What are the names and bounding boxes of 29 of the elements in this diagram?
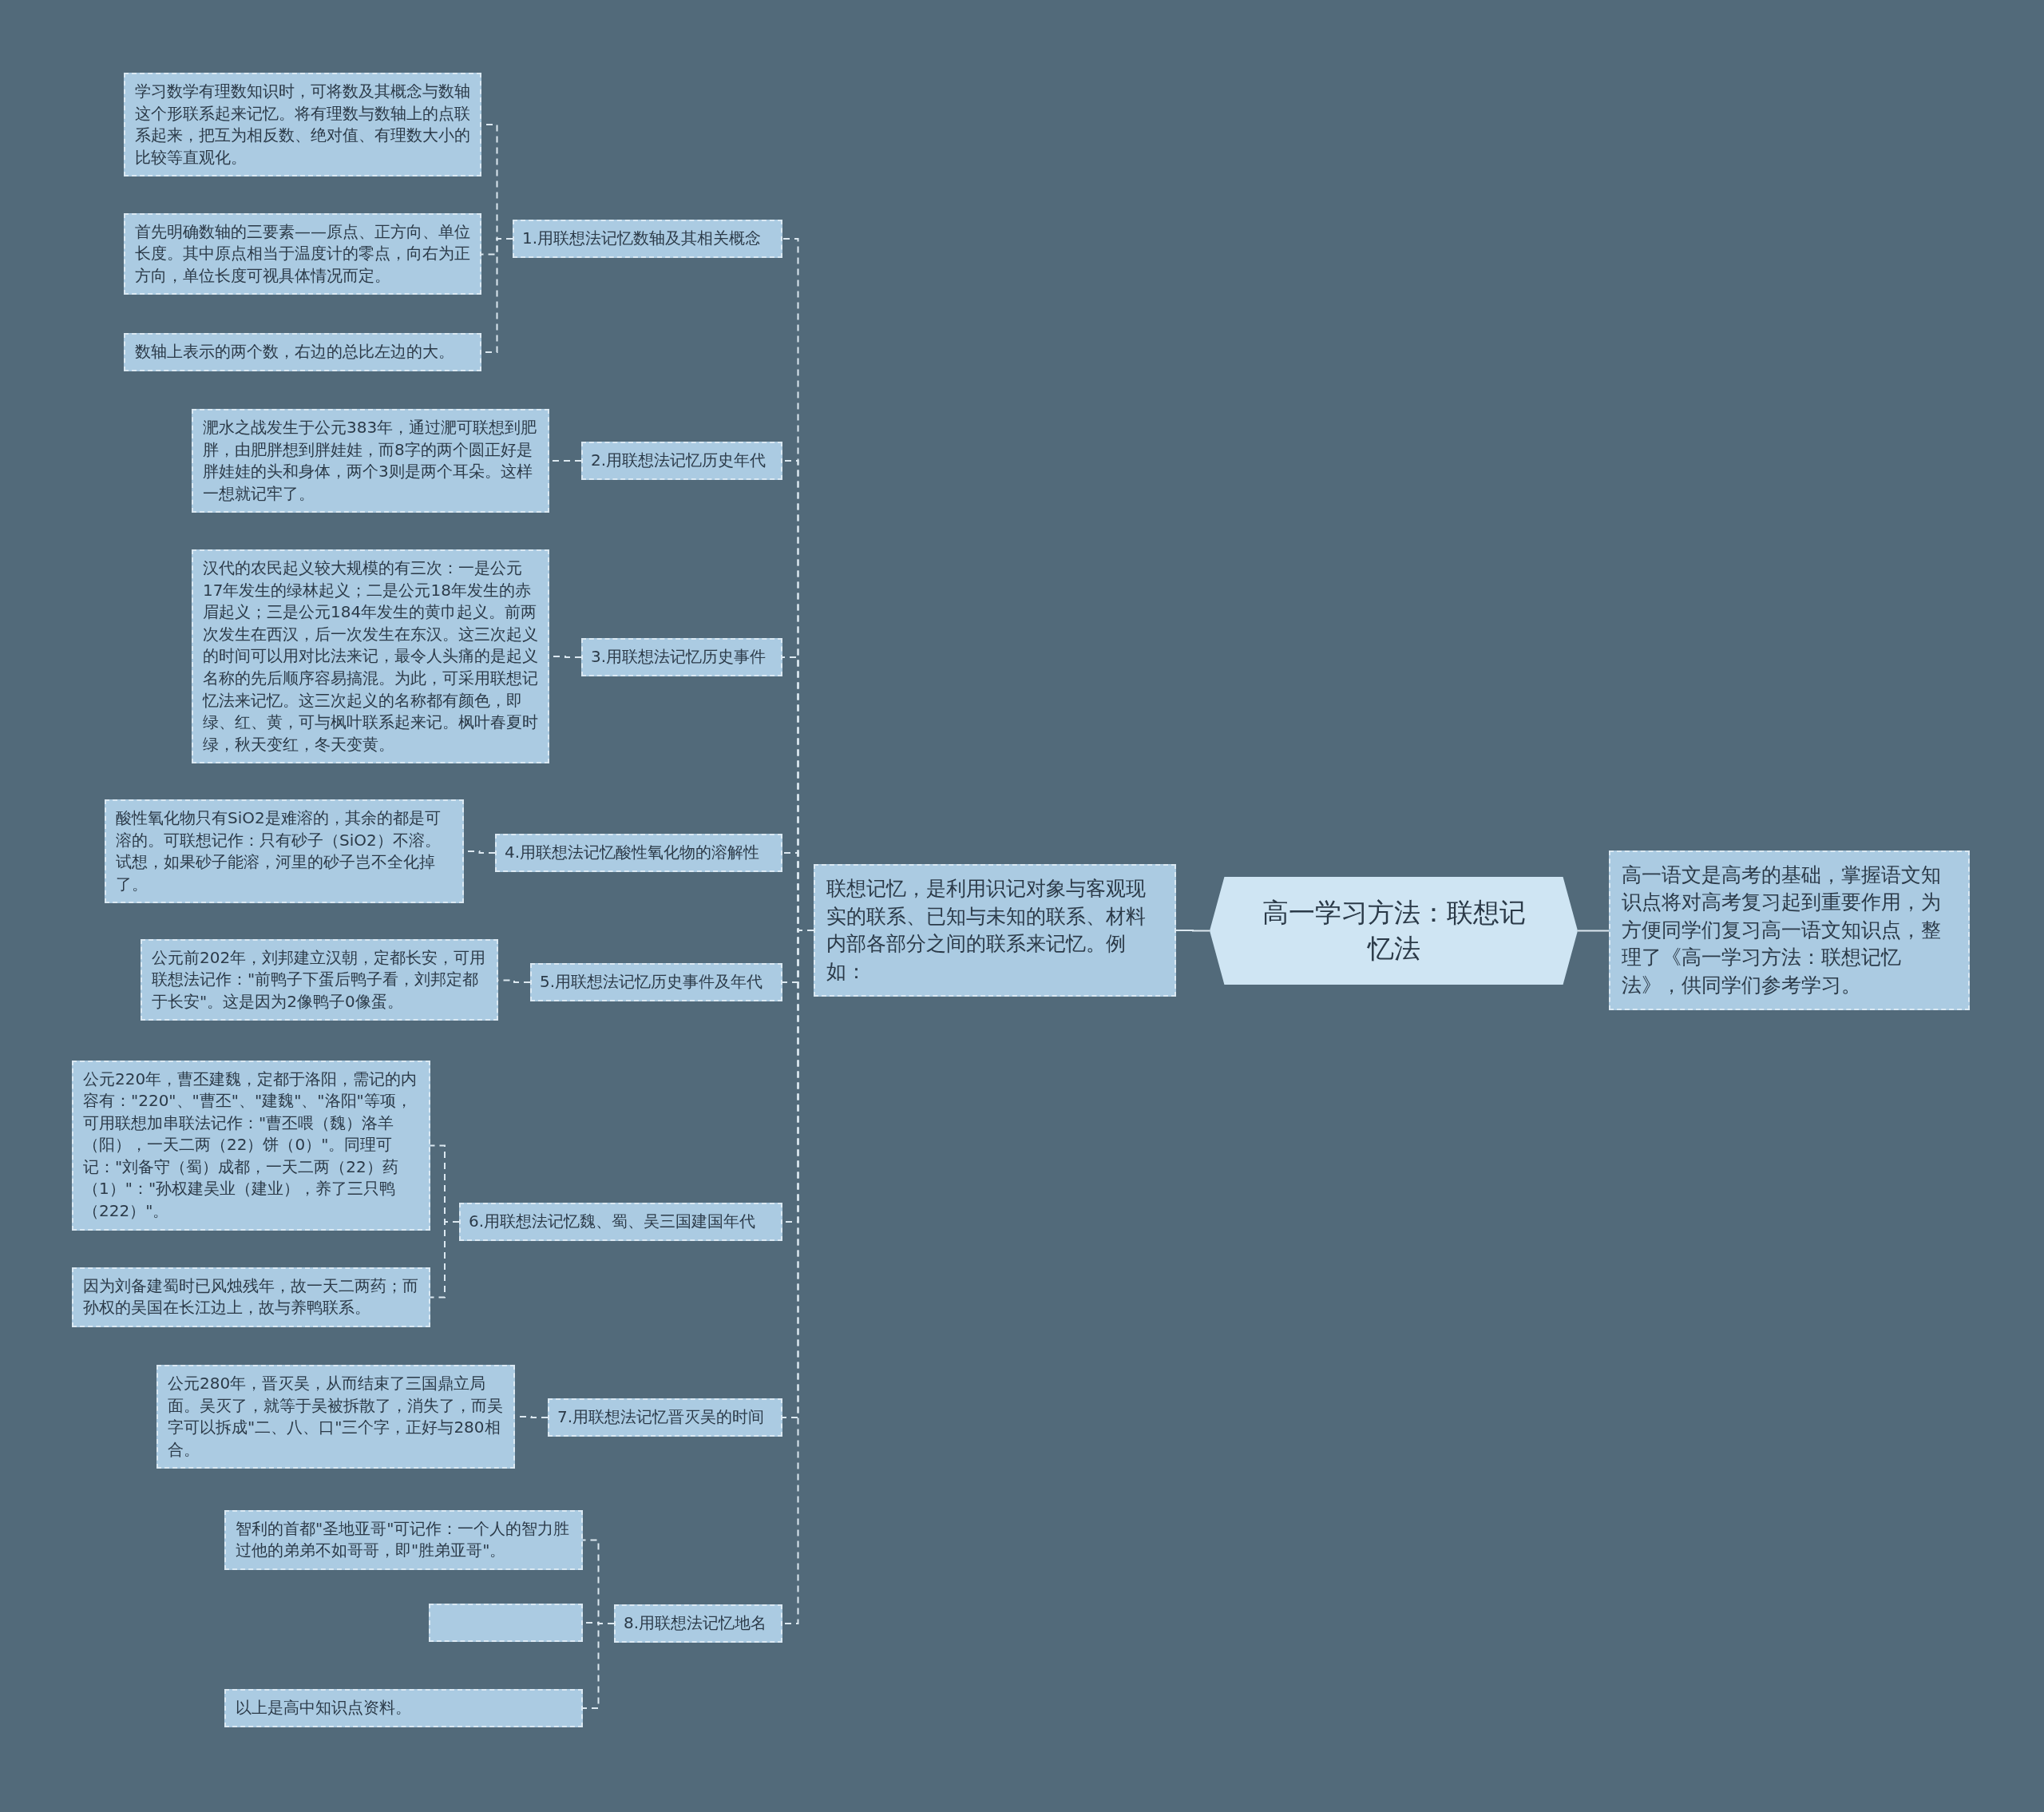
note-card: 首先明确数轴的三要素——原点、正方向、单位长度。其中原点相当于温度计的零点，向右为正方向，单位长度可视具体情况而定。 (124, 212, 481, 295)
topic-card: 1.用联想法记忆数轴及其相关概念 (513, 220, 782, 258)
topic-card: 2.用联想法记忆历史年代 (581, 442, 782, 480)
summary-card: 高一语文是高考的基础，掌握语文知识点将对高考复习起到重要作用，为方便同学们复习高一语文知识点，整理了《高一学习方法：联想记忆法》，供同学们参考学习。 (1609, 850, 1970, 1010)
note-card: 公元前202年，刘邦建立汉朝，定都长安，可用联想法记作："前鸭子下蛋后鸭子看，刘邦定都于长安"。这是因为2像鸭子0像蛋。 (141, 938, 498, 1021)
connector-line (582, 1623, 615, 1709)
topic-card: 8.用联想法记忆地名 (614, 1604, 782, 1643)
note-card: 以上是高中知识点资料。 (224, 1689, 583, 1727)
note-card: 公元220年，曹丕建魏，定都于洛阳，需记的内容有："220"、"曹丕"、"建魏"、"洛阳"等项，可用联想加串联法记作："曹丕喂（魏）洛羊（阳），一天二两（22）饼（0）"。同理可记："刘备守（蜀）成都，一天二两（22）药（1）"："孙权建吴业（建业），养了三只鸭（222）"。 (72, 1060, 430, 1231)
topic-card: 6.用联想法记忆魏、蜀、吴三国建国年代 (459, 1203, 782, 1241)
title-hexagon (1210, 876, 1578, 985)
topic-card: 7.用联想法记忆晋灭吴的时间 (548, 1398, 782, 1437)
note-card: 酸性氧化物只有SiO2是难溶的，其余的都是可溶的。可联想记作：只有砂子（SiO2）不溶。试想，如果砂子能溶，河里的砂子岂不全化掉了。 (105, 799, 464, 904)
connector-line (1175, 930, 1210, 932)
empty-box (429, 1604, 583, 1642)
note-card: 公元280年，晋灭吴，从而结束了三国鼎立局面。吴灭了，就等于吴被拆散了，消失了，而吴字可以拆成"二、八、口"三个字，正好与280相合。 (156, 1365, 515, 1469)
note-card: 淝水之战发生于公元383年，通过淝可联想到肥胖，由肥胖想到胖娃娃，而8字的两个圆正好是胖娃娃的头和身体，两个3则是两个耳朵。这样一想就记牢了。 (192, 409, 549, 513)
title-text: 高一学习方法：联想记忆法 (1261, 895, 1527, 966)
topic-card: 3.用联想法记忆历史事件 (581, 638, 782, 676)
note-card: 汉代的农民起义较大规模的有三次：一是公元17年发生的绿林起义；二是公元18年发生的赤眉起义；三是公元184年发生的黄巾起义。前两次发生在西汉，后一次发生在东汉。这三次起义的时间可以用对比法来记，最令人头痛的是起义名称的先后顺序容易搞混。为此，可采用联想记忆法来记忆。这三次起义的名称都有颜色，即绿、红、黄，可与枫叶联系起来记。枫叶春夏时绿，秋天变红，冬天变黄。 (192, 549, 549, 764)
topic-card: 4.用联想法记忆酸性氧化物的溶解性 (495, 834, 782, 872)
connector-line (1577, 930, 1610, 932)
summary-card: 联想记忆，是利用识记对象与客观现实的联系、已知与未知的联系、材料内部各部分之间的联系来记忆。例如： (814, 864, 1176, 997)
connector-line (430, 1221, 460, 1299)
note-card: 智利的首都"圣地亚哥"可记作：一个人的智力胜过他的弟弟不如哥哥，即"胜弟亚哥"。 (224, 1509, 583, 1570)
note-card: 学习数学有理数知识时，可将数及其概念与数轴这个形联系起来记忆。将有理数与数轴上的点联系起来，把互为相反数、绝对值、有理数大小的比较等直观化。 (124, 73, 481, 177)
note-card: 因为刘备建蜀时已风烛残年，故一天二两药；而孙权的吴国在长江边上，故与养鸭联系。 (72, 1267, 430, 1327)
topic-card: 5.用联想法记忆历史事件及年代 (530, 963, 782, 1001)
note-card: 数轴上表示的两个数，右边的总比左边的大。 (124, 333, 481, 371)
